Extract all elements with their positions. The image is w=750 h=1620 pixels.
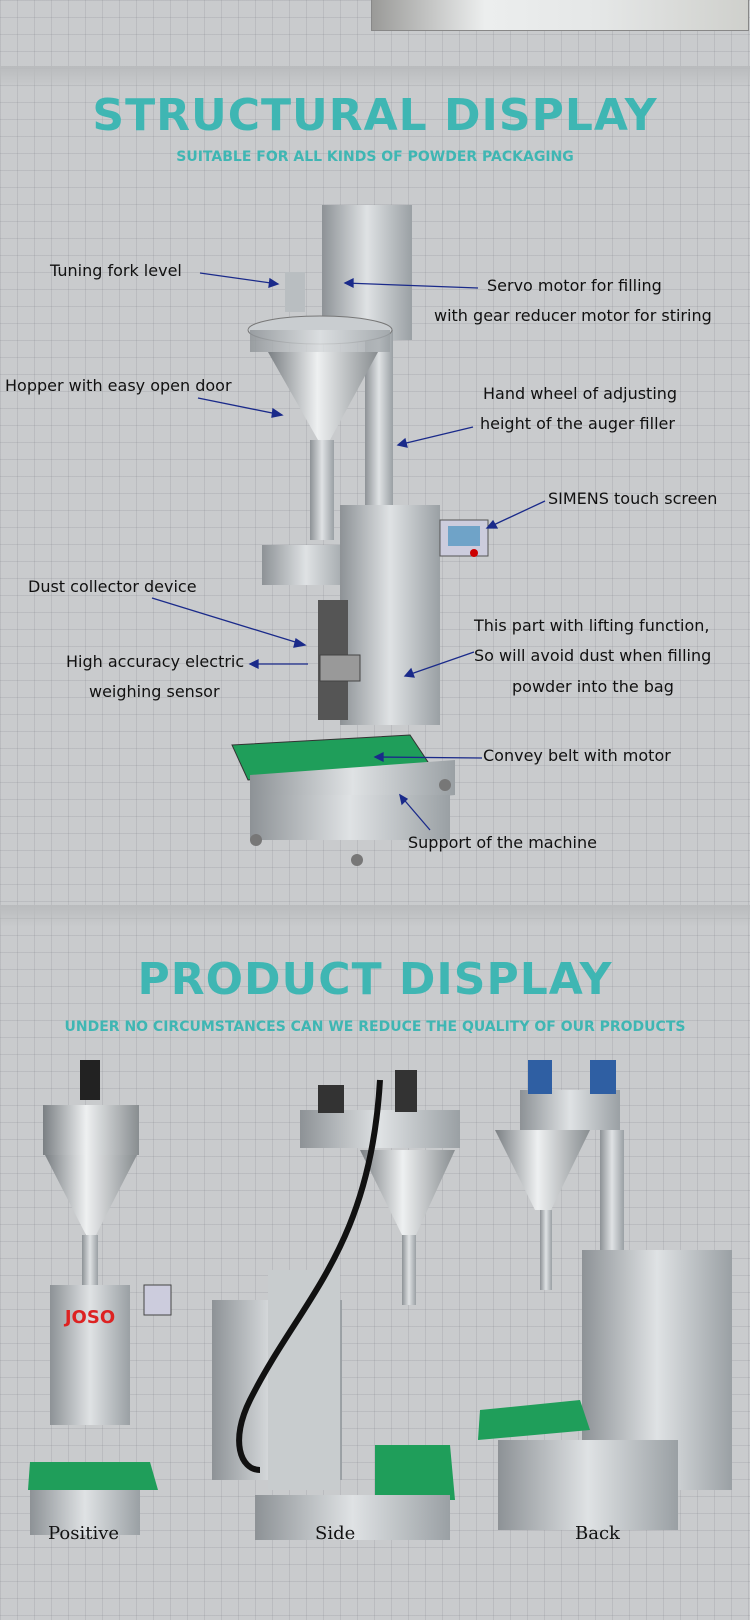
label-hopper: Hopper with easy open door: [5, 376, 232, 395]
caption-positive: Positive: [48, 1523, 120, 1544]
label-hand-wheel-2: height of the auger filler: [480, 414, 675, 433]
product-back-view: [478, 1060, 732, 1530]
label-servo-motor: Servo motor for filling: [487, 276, 662, 295]
structural-title: STRUCTURAL DISPLAY: [92, 90, 658, 141]
label-lifting-2: So will avoid dust when filling: [474, 646, 712, 665]
label-gear-reducer: with gear reducer motor for stiring: [434, 306, 712, 325]
hopper: [268, 352, 378, 440]
label-weighing-sensor-2: weighing sensor: [89, 682, 220, 701]
product-positive-view: [28, 1060, 172, 1535]
product-subtitle: UNDER NO CIRCUMSTANCES CAN WE REDUCE THE…: [64, 1019, 686, 1035]
caption-back: Back: [575, 1523, 620, 1544]
label-hand-wheel: Hand wheel of adjusting: [483, 384, 678, 403]
main-cabinet: [340, 505, 440, 725]
label-convey-belt: Convey belt with motor: [483, 746, 671, 765]
label-lifting-3: powder into the bag: [512, 677, 674, 696]
caption-side: Side: [315, 1523, 356, 1544]
structural-subtitle: SUITABLE FOR ALL KINDS OF POWDER PACKAGI…: [176, 149, 574, 165]
product-title: PRODUCT DISPLAY: [137, 954, 613, 1005]
label-tuning-fork-level: Tuning fork level: [50, 261, 182, 280]
top-product-photo: [371, 0, 749, 31]
product-side-view: [212, 1070, 460, 1540]
weighing-sensor: [319, 654, 361, 682]
tuning-fork: [285, 272, 305, 312]
label-dust-collector: Dust collector device: [28, 577, 197, 596]
section-divider: [0, 905, 750, 927]
dust-collector: [262, 545, 350, 585]
section-divider: [0, 66, 750, 88]
machine-structure-image: [151, 205, 546, 866]
brand-logo: JOSO: [63, 1307, 115, 1328]
label-weighing-sensor: High accuracy electric: [66, 652, 245, 671]
label-touch-screen: SIMENS touch screen: [548, 489, 718, 508]
label-support: Support of the machine: [408, 833, 597, 852]
arrows: [151, 272, 546, 831]
support-base: [250, 795, 450, 840]
label-lifting: This part with lifting function,: [474, 616, 710, 635]
